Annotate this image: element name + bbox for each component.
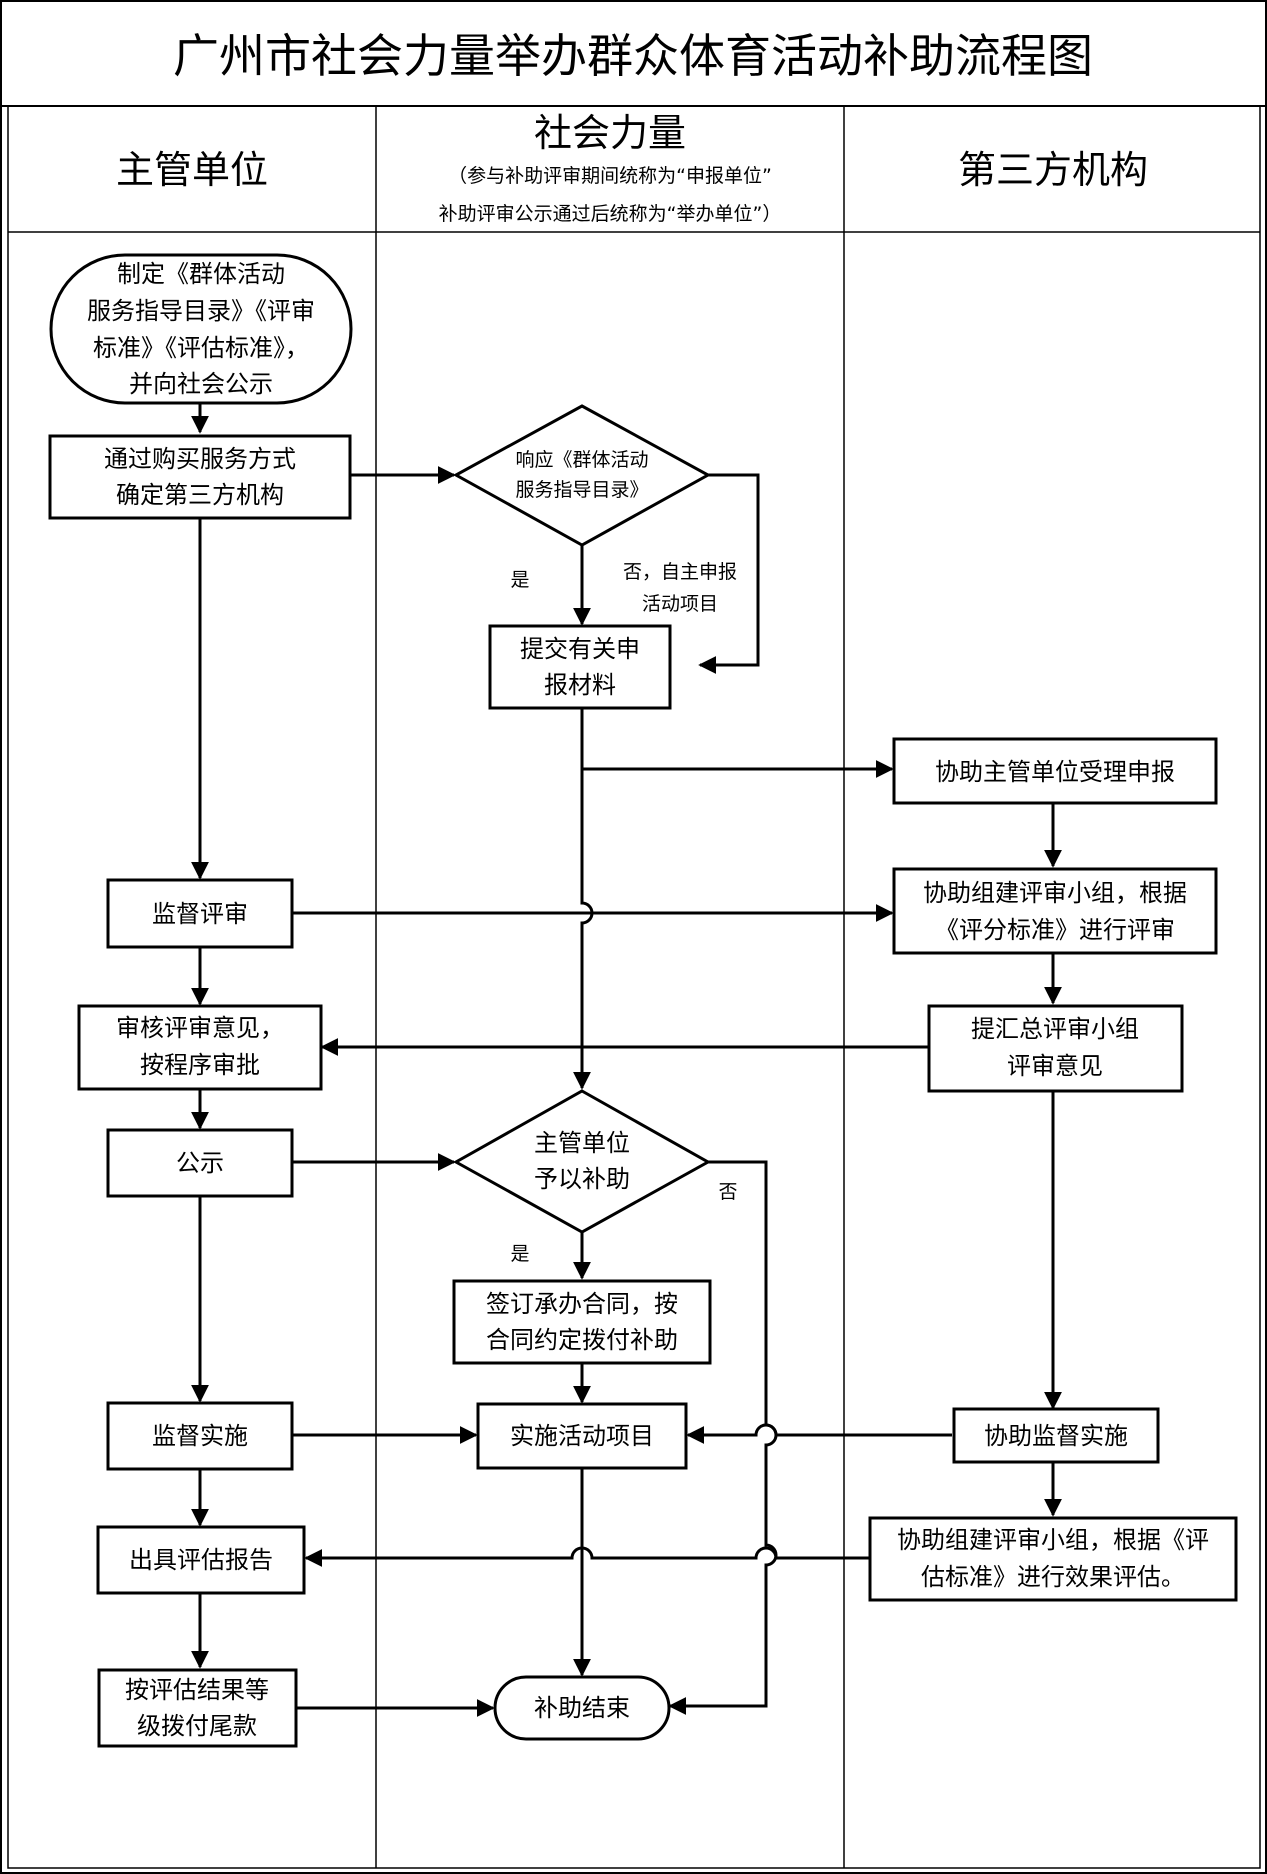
node-supervise-review [106, 878, 294, 949]
node-audit-opinion-line2: 按程序审批 [140, 1051, 260, 1079]
node-supervise-impl [106, 1401, 294, 1471]
node-sign-contract-line2: 合同约定拨付补助 [486, 1326, 678, 1354]
node-implement-project-line1: 实施活动项目 [510, 1422, 654, 1450]
node-pay-balance-line2: 级拨付尾款 [137, 1712, 257, 1740]
lane-note-line1: （参与补助评审期间统称为“申报单位” [448, 165, 772, 187]
node-buy-service [48, 434, 352, 520]
lane-header-supervisor: 主管单位 [116, 148, 268, 192]
node-audit-opinion-line1: 审核评审意见， [116, 1014, 284, 1042]
node-pay-balance [97, 1668, 298, 1748]
node-sign-contract [452, 1279, 712, 1365]
edge-label-respond-no-line1: 否，自主申报 [623, 561, 737, 583]
node-assist-evaluate [868, 1516, 1238, 1602]
node-buy-service-line2: 确定第三方机构 [116, 481, 284, 509]
node-submit-materials-line1: 提交有关申 [520, 635, 640, 663]
node-end [493, 1675, 671, 1741]
node-summarize-opinion-line2: 评审意见 [1007, 1052, 1103, 1080]
node-assist-group-line2: 《评分标准》进行评审 [935, 916, 1175, 944]
node-pay-balance-line1: 按评估结果等 [125, 1676, 269, 1704]
node-respond-catalog-line2: 服务指导目录》 [515, 479, 648, 501]
lane-header-third-party: 第三方机构 [958, 148, 1148, 192]
lane-note-line2: 补助评审公示通过后统称为“举办单位”） [439, 203, 782, 225]
node-assist-evaluate-line1: 协助组建评审小组，根据《评 [897, 1526, 1209, 1554]
node-publish-catalog-line3: 标准》《评估标准》， [93, 334, 309, 362]
node-supervise-impl-line1: 监督实施 [152, 1422, 248, 1450]
node-publish-catalog-line4: 并向社会公示 [129, 370, 273, 398]
edge-label-respond-yes: 是 [510, 569, 529, 591]
node-implement-project [476, 1402, 688, 1470]
page-title: 广州市社会力量举办群众体育活动补助流程图 [173, 29, 1093, 83]
lane-frame [7, 105, 1261, 1869]
node-sign-contract-line1: 签订承办合同，按 [486, 1290, 678, 1318]
node-publish-catalog-line2: 服务指导目录》《评审 [87, 297, 315, 325]
edge-label-grant-yes: 是 [510, 1243, 529, 1265]
node-grant-subsidy-line2: 予以补助 [534, 1165, 630, 1193]
edge-assist-supervise-to-implement [686, 1423, 952, 1444]
node-respond-catalog [452, 404, 712, 547]
node-submit-materials-line2: 报材料 [544, 671, 616, 699]
node-assist-accept-line1: 协助主管单位受理申报 [935, 758, 1175, 786]
node-grant-subsidy [452, 1089, 712, 1234]
node-buy-service-line1: 通过购买服务方式 [104, 445, 296, 473]
node-assist-supervise [952, 1407, 1160, 1464]
node-supervise-review-line1: 监督评审 [152, 900, 248, 928]
edge-label-respond-no-line2: 活动项目 [642, 593, 718, 615]
node-assist-accept [892, 737, 1218, 805]
lane-header-social-force: 社会力量 [534, 111, 686, 155]
node-respond-catalog-line1: 响应《群体活动 [515, 449, 648, 471]
edge-evaluate-to-report [304, 1546, 870, 1567]
edge-submit-to-grant [573, 708, 594, 1090]
node-issue-report [96, 1525, 306, 1595]
node-submit-materials [488, 624, 672, 710]
node-assist-evaluate-line2: 估标准》进行效果评估。 [921, 1563, 1185, 1591]
node-publish-catalog-line1: 制定《群体活动 [117, 260, 285, 288]
node-publish-catalog [49, 253, 353, 405]
node-issue-report-line1: 出具评估报告 [129, 1546, 273, 1574]
edge-label-grant-no: 否 [718, 1181, 737, 1203]
node-end-line1: 补助结束 [534, 1694, 630, 1722]
node-assist-group [892, 867, 1218, 955]
node-assist-supervise-line1: 协助监督实施 [984, 1422, 1128, 1450]
node-grant-subsidy-line1: 主管单位 [534, 1129, 630, 1157]
node-audit-opinion [77, 1004, 323, 1091]
node-summarize-opinion [927, 1004, 1184, 1093]
edge-respond-no [698, 473, 760, 674]
node-summarize-opinion-line1: 提汇总评审小组 [971, 1015, 1139, 1043]
node-assist-group-line1: 协助组建评审小组，根据 [923, 879, 1187, 907]
node-publicize-line1: 公示 [176, 1149, 224, 1177]
node-publicize [106, 1128, 294, 1198]
